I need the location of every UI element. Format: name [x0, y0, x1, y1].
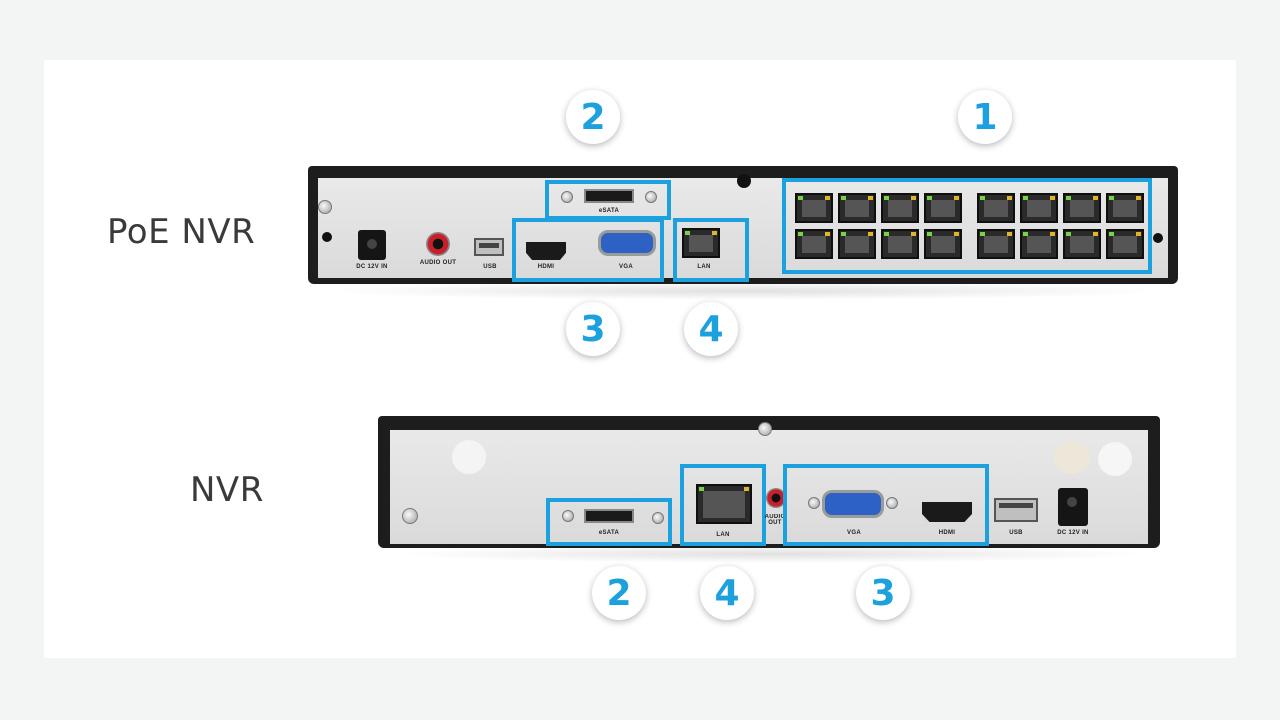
foot-pad — [1054, 440, 1090, 474]
callout-2: 2 — [566, 90, 620, 144]
nvr-audio-out-label: AUDIO OUT — [764, 514, 786, 526]
nvr-esata-label: eSATA — [598, 530, 620, 536]
poe-nvr-shadow — [320, 282, 1170, 300]
poe-port — [977, 193, 1015, 223]
poe-port — [1106, 229, 1144, 259]
lan-label: LAN — [697, 264, 711, 270]
callout-3: 3 — [566, 302, 620, 356]
poe-port — [838, 193, 876, 223]
nvr-label: NVR — [190, 470, 264, 510]
screw-icon — [402, 508, 418, 524]
foot-pad — [1098, 442, 1132, 476]
poe-port — [795, 193, 833, 223]
nvr-hdmi-label: HDMI — [938, 530, 956, 536]
nvr-callout-2: 2 — [592, 566, 646, 620]
nvr-esata-highlight — [546, 498, 672, 546]
nvr-usb-port — [994, 498, 1038, 522]
poe-port — [1063, 193, 1101, 223]
poe-port — [1106, 193, 1144, 223]
hdmi-port — [526, 242, 566, 260]
nvr-video-out-highlight — [783, 464, 989, 546]
nvr-lan-port — [696, 484, 752, 524]
nvr-lan-highlight — [680, 464, 766, 546]
esata-port — [584, 189, 634, 203]
lan-port — [682, 228, 720, 258]
screw-icon — [561, 191, 573, 203]
callout-1: 1 — [958, 90, 1012, 144]
screw-icon — [652, 512, 664, 524]
nvr-dc-in-label: DC 12V IN — [1057, 530, 1089, 536]
screw-icon — [808, 497, 820, 509]
poe-port — [795, 229, 833, 259]
poe-nvr-label: PoE NVR — [107, 212, 256, 252]
callout-4: 4 — [684, 302, 738, 356]
esata-label: eSATA — [598, 208, 620, 214]
usb-label: USB — [483, 264, 497, 270]
nvr-hdmi-port — [922, 502, 972, 522]
poe-ports-highlight — [782, 178, 1152, 274]
nvr-esata-port — [584, 509, 634, 523]
video-out-highlight — [512, 218, 664, 282]
poe-port — [924, 193, 962, 223]
poe-port — [1020, 229, 1058, 259]
screw-icon — [562, 510, 574, 522]
hdmi-label: HDMI — [537, 264, 555, 270]
nvr-vga-port — [822, 490, 884, 518]
nvr-lan-label: LAN — [716, 532, 730, 538]
audio-out-label: AUDIO OUT — [419, 260, 457, 266]
screw-icon — [645, 191, 657, 203]
nvr-dc-power-jack — [1058, 488, 1088, 526]
nvr-shadow — [392, 545, 1152, 563]
chassis-screw-hole — [322, 232, 332, 242]
poe-port — [881, 193, 919, 223]
vga-port — [598, 230, 656, 256]
nvr-usb-label: USB — [1009, 530, 1023, 536]
right-screw-hole — [1153, 233, 1163, 243]
top-screw-icon — [758, 422, 772, 436]
poe-port — [1020, 193, 1058, 223]
top-screw-icon — [737, 174, 751, 188]
audio-out-port — [426, 232, 450, 256]
foot-pad — [452, 440, 486, 474]
dc-in-label: DC 12V IN — [356, 264, 388, 270]
dc-power-jack — [358, 230, 386, 260]
diagram-card — [44, 60, 1236, 658]
nvr-vga-label: VGA — [847, 530, 861, 536]
poe-port — [924, 229, 962, 259]
nvr-callout-4: 4 — [700, 566, 754, 620]
poe-port — [1063, 229, 1101, 259]
nvr-chassis — [378, 416, 1160, 548]
nvr-audio-out-port — [766, 488, 786, 508]
vga-label: VGA — [619, 264, 633, 270]
screw-icon — [886, 497, 898, 509]
screw-icon — [318, 200, 332, 214]
nvr-callout-3: 3 — [856, 566, 910, 620]
usb-port — [474, 238, 504, 256]
poe-port — [838, 229, 876, 259]
poe-port — [881, 229, 919, 259]
poe-port — [977, 229, 1015, 259]
lan-highlight — [673, 218, 749, 282]
